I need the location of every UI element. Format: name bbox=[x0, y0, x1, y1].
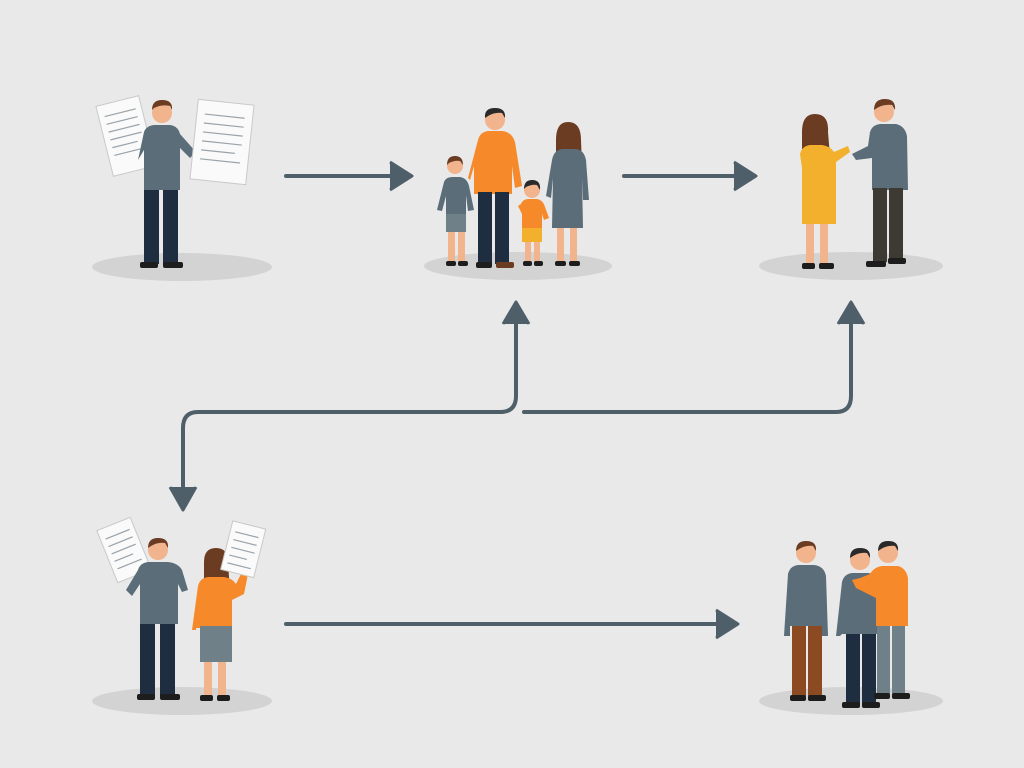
man-figure bbox=[138, 100, 196, 268]
arrow-documents-to-family bbox=[284, 160, 414, 192]
ground-shadow bbox=[759, 252, 943, 280]
document-icon bbox=[95, 95, 157, 177]
girl-figure bbox=[518, 180, 549, 266]
node-couple bbox=[759, 99, 943, 280]
man-figure bbox=[126, 538, 188, 700]
boy-figure bbox=[437, 156, 474, 266]
man-figure bbox=[784, 541, 828, 701]
document-icon bbox=[189, 98, 255, 186]
document-icon bbox=[220, 520, 267, 579]
woman-figure bbox=[192, 548, 248, 701]
ground-shadow bbox=[92, 687, 272, 715]
arrow-documents-couple-to-group bbox=[284, 608, 740, 640]
mother-figure bbox=[546, 122, 589, 266]
branch-line-to-couple bbox=[522, 300, 866, 414]
arrow-family-to-couple bbox=[622, 160, 758, 192]
node-family-group bbox=[424, 108, 612, 280]
man-figure bbox=[852, 99, 908, 267]
branch-line-to-documents-couple bbox=[168, 300, 531, 512]
father-figure bbox=[468, 108, 522, 268]
node-couple-documents bbox=[92, 516, 272, 715]
man-figure bbox=[852, 541, 910, 699]
document-icon bbox=[96, 516, 152, 584]
woman-figure bbox=[800, 114, 850, 269]
node-single-person-documents bbox=[92, 95, 272, 281]
ground-shadow bbox=[424, 252, 612, 280]
connection-arrows bbox=[168, 160, 866, 640]
node-three-men-group bbox=[759, 541, 943, 715]
